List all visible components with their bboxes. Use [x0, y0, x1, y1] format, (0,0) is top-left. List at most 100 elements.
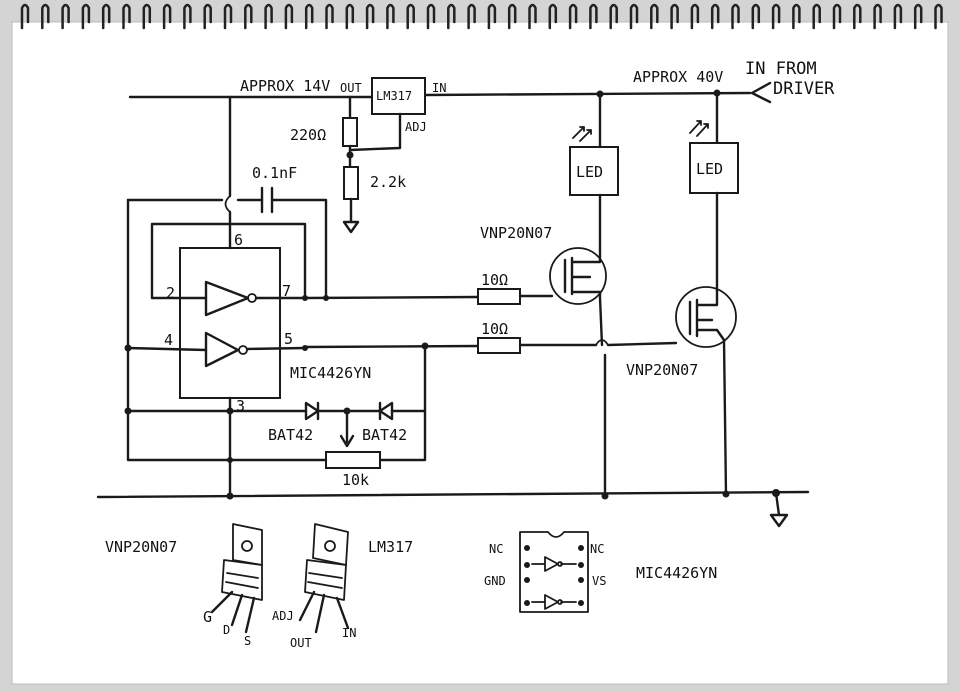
spiral-ring	[345, 3, 355, 30]
spiral-ring	[487, 3, 497, 30]
spiral-ring	[467, 3, 476, 30]
legend-mosfet-g: G	[203, 608, 212, 626]
legend-ic-vs: VS	[592, 574, 606, 588]
label-lm317-adj: ADJ	[405, 120, 427, 134]
cap-junction	[323, 295, 329, 301]
input-arrow	[750, 81, 772, 104]
label-mosfet-bottom: VNP20N07	[626, 361, 698, 379]
spiral-ring	[81, 3, 91, 30]
legend-mosfet-title: VNP20N07	[105, 538, 177, 556]
spiral-ring	[893, 3, 903, 30]
pot-wiper-arrow	[339, 434, 355, 448]
legend-lm317-adj: ADJ	[272, 609, 294, 623]
spiral-ring	[142, 3, 152, 30]
right-junction-pin5	[421, 342, 429, 350]
wire-crossover-1	[595, 339, 609, 346]
r10-bottom-resistor	[477, 337, 521, 354]
pin6-loop-right	[228, 222, 307, 300]
mic4426-body	[179, 247, 281, 399]
spiral-ring	[589, 3, 598, 30]
legend-ic-title: MIC4426YN	[636, 564, 717, 582]
label-ic: MIC4426YN	[290, 364, 371, 382]
label-cap: 0.1nF	[252, 164, 297, 182]
spiral-ring	[447, 3, 456, 30]
label-pin3: 3	[236, 397, 245, 415]
wire-crossover-2	[224, 195, 231, 213]
cap-right-wire	[270, 198, 328, 300]
led2-label: LED	[696, 160, 723, 178]
label-bat42-1: BAT42	[268, 426, 313, 444]
pinout-legend: VNP20N07 G D S LM317 ADJ OUT IN	[105, 523, 717, 650]
ground-symbol	[769, 491, 789, 528]
label-r10-top: 10Ω	[481, 271, 508, 289]
inv2-wires	[126, 346, 307, 352]
lm317-package-icon	[298, 523, 350, 634]
led1-box	[569, 146, 619, 196]
spiral-binding	[20, 3, 943, 30]
spiral-ring	[913, 3, 923, 30]
label-approx-40v: APPROX 40V	[633, 68, 723, 86]
label-pin6: 6	[234, 231, 243, 249]
gate2-wire-right	[518, 341, 678, 347]
gate1-wire-left	[303, 295, 480, 300]
label-driver: DRIVER	[773, 79, 835, 99]
spiral-ring	[832, 3, 842, 30]
spiral-ring	[731, 3, 740, 30]
spiral-ring	[568, 3, 578, 30]
spiral-ring	[751, 3, 761, 30]
spiral-ring	[101, 3, 111, 30]
spiral-ring	[507, 3, 517, 30]
spiral-ring	[264, 3, 273, 30]
r10-top-resistor	[477, 288, 521, 305]
spiral-ring	[41, 3, 50, 30]
label-lm317-out: OUT	[340, 81, 362, 95]
legend-lm317-in: IN	[342, 626, 356, 640]
mosfet1-symbol	[563, 248, 602, 300]
left-junction-pin4	[124, 344, 132, 352]
spiral-ring	[528, 3, 537, 30]
spiral-ring	[284, 3, 294, 30]
spiral-ring	[771, 3, 781, 30]
spiral-ring	[873, 3, 882, 30]
rail-40v	[423, 91, 752, 97]
pot-10k	[325, 451, 381, 469]
spiral-ring	[629, 3, 639, 30]
mosfet1-source-wire	[598, 296, 607, 500]
schematic: LM317 LED LED	[96, 59, 835, 528]
pin6-loop-left	[150, 222, 232, 300]
label-pin2: 2	[166, 284, 175, 302]
spiral-ring	[934, 3, 943, 30]
spiral-ring	[20, 3, 30, 30]
spiral-ring	[426, 3, 436, 30]
mosfet1-circle	[549, 247, 607, 305]
spiral-ring	[670, 3, 679, 30]
ground-symbol-lm317	[342, 220, 360, 234]
legend-ic-gnd: GND	[484, 574, 506, 588]
legend-lm317-out: OUT	[290, 636, 312, 650]
spiral-ring	[183, 3, 192, 30]
bat42-diode-1	[304, 401, 320, 421]
spiral-ring	[61, 3, 70, 30]
mosfet2-symbol	[688, 288, 728, 497]
spiral-ring	[650, 3, 659, 30]
pin5-junction	[302, 345, 308, 351]
bat42-diode-2	[378, 401, 394, 421]
spiral-ring	[609, 3, 618, 30]
spiral-ring	[244, 3, 253, 30]
label-bat42-2: BAT42	[362, 426, 407, 444]
led1-label: LED	[576, 163, 603, 181]
label-pin5: 5	[284, 330, 293, 348]
adj-junction	[346, 151, 354, 159]
lm317-label: LM317	[376, 89, 412, 103]
spiral-ring	[223, 3, 233, 30]
legend-ic-nc-right: NC	[590, 542, 604, 556]
mosfet-package-icon	[210, 523, 263, 634]
spiral-ring	[406, 3, 415, 30]
lm317-adj-wire	[348, 112, 402, 152]
spiral-ring	[812, 3, 821, 30]
legend-mosfet-s: S	[244, 634, 251, 648]
led1-light-icon	[572, 126, 592, 142]
spiral-ring	[122, 3, 131, 30]
lm317-box	[371, 77, 426, 115]
